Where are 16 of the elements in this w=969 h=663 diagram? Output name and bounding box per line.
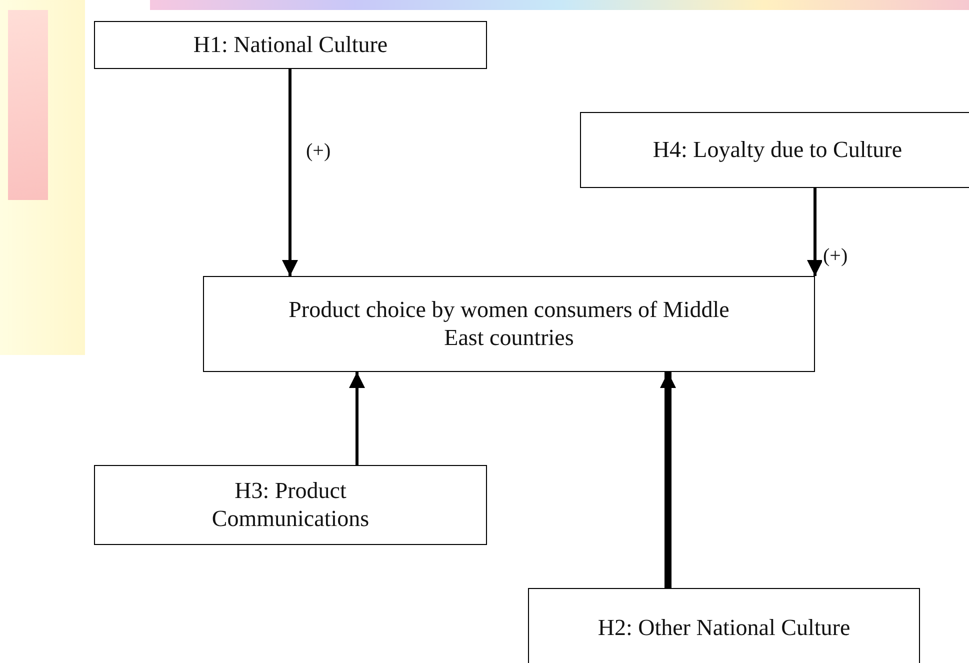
arrow	[807, 188, 823, 276]
edge-label: (+)	[305, 140, 332, 163]
box-label: H3: Product Communications	[210, 477, 370, 533]
text-box	[203, 276, 815, 372]
text-box	[94, 465, 487, 545]
edge-label: (+)	[822, 245, 849, 268]
box-label: H2: Other National Culture	[598, 614, 850, 642]
box-label: Product choice by women consumers of Middle East countries	[288, 296, 730, 352]
arrow	[282, 69, 298, 276]
text-box	[94, 21, 487, 69]
text-box	[580, 112, 969, 188]
box-label: H1: National Culture	[193, 31, 388, 59]
arrow	[349, 372, 365, 465]
text-box	[528, 588, 920, 663]
arrow	[660, 372, 676, 588]
box-label: H4: Loyalty due to Culture	[652, 136, 902, 164]
